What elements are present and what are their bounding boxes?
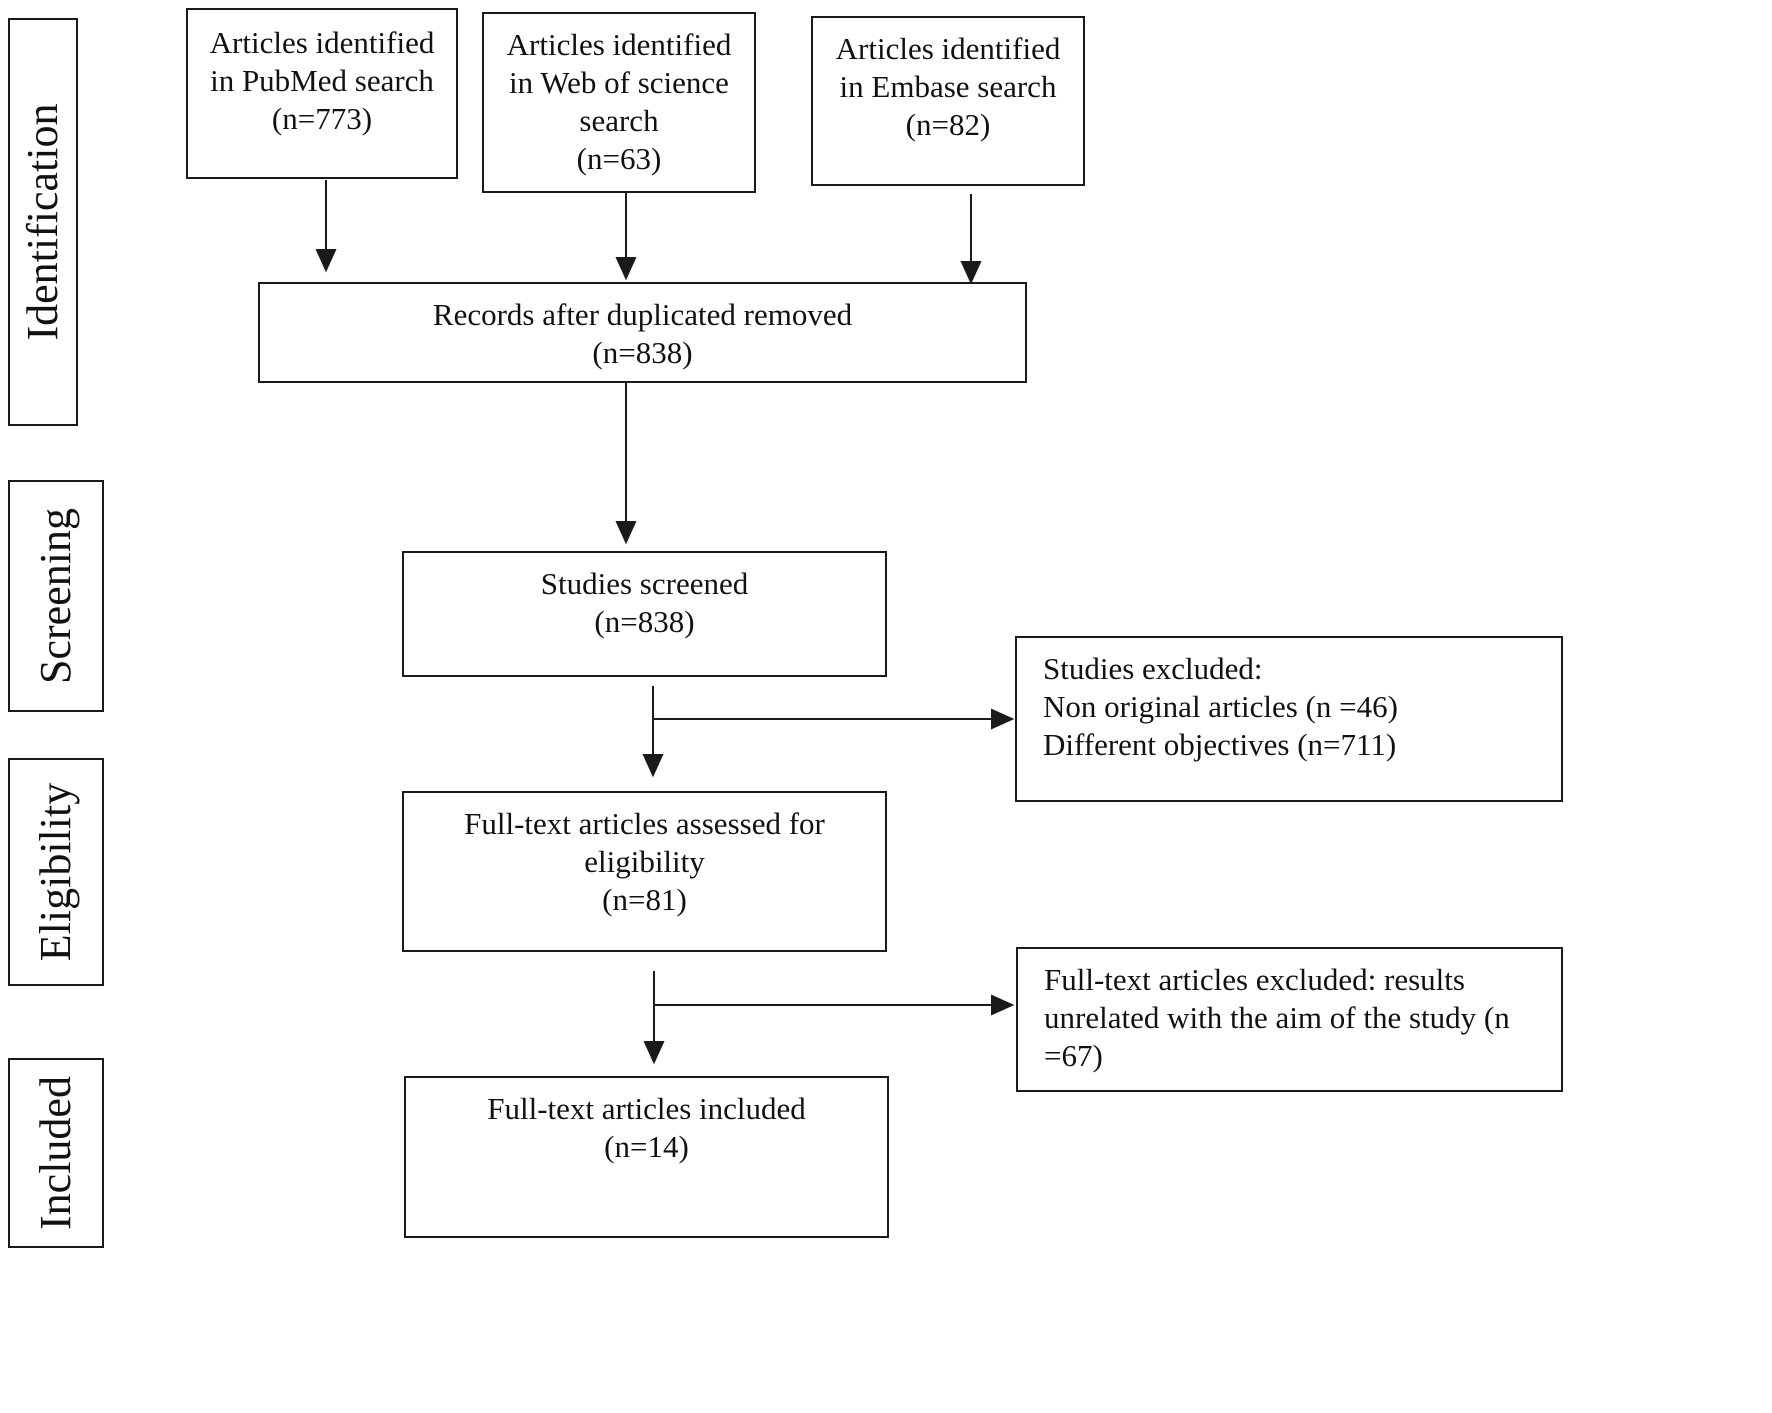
pubmed-count: (n=773) — [271, 101, 373, 136]
embase-line2: in Embase search — [839, 69, 1057, 104]
web-of-science-line1: Articles identified — [506, 27, 732, 62]
records-after-duplicates-count: (n=838) — [592, 335, 693, 370]
fulltext-assessed-line2: eligibility — [584, 844, 705, 879]
embase-box: Articles identified in Embase search (n=… — [811, 16, 1085, 186]
fulltext-assessed-box: Full-text articles assessed for eligibil… — [402, 791, 887, 952]
fulltext-excluded-line2: unrelated with the aim of the study (n — [1044, 1000, 1510, 1035]
studies-screened-count: (n=838) — [594, 604, 695, 639]
embase-line1: Articles identified — [835, 31, 1061, 66]
web-of-science-count: (n=63) — [576, 141, 662, 176]
fulltext-excluded-line1: Full-text articles excluded: results — [1044, 962, 1465, 997]
stage-included: Included — [8, 1058, 104, 1248]
fulltext-included-line1: Full-text articles included — [487, 1091, 806, 1126]
arrow-assessed-to-fulltext-excluded — [654, 994, 1015, 1016]
studies-excluded-line3: Different objectives (n=711) — [1043, 727, 1397, 762]
studies-excluded-line2: Non original articles (n =46) — [1043, 689, 1398, 724]
fulltext-included-count: (n=14) — [604, 1129, 689, 1164]
fulltext-excluded-line3: =67) — [1044, 1038, 1103, 1073]
records-after-duplicates-box: Records after duplicated removed (n=838) — [258, 282, 1027, 383]
stage-screening: Screening — [8, 480, 104, 712]
arrow-records-to-screened — [615, 383, 637, 545]
stage-identification: Identification — [8, 18, 78, 426]
arrow-embase-to-records — [960, 194, 982, 285]
arrow-pubmed-to-records — [315, 180, 337, 273]
fulltext-included-box: Full-text articles included (n=14) — [404, 1076, 889, 1238]
fulltext-assessed-count: (n=81) — [602, 882, 687, 917]
web-of-science-line3: search — [579, 103, 659, 138]
arrow-screened-to-excluded — [653, 708, 1015, 730]
arrow-wos-to-records — [615, 193, 637, 281]
fulltext-excluded-box: Full-text articles excluded: results unr… — [1016, 947, 1563, 1092]
studies-screened-box: Studies screened (n=838) — [402, 551, 887, 677]
stage-eligibility: Eligibility — [8, 758, 104, 986]
records-after-duplicates-line1: Records after duplicated removed — [432, 297, 853, 332]
web-of-science-line2: in Web of science — [509, 65, 729, 100]
pubmed-line1: Articles identified — [209, 25, 435, 60]
studies-excluded-box: Studies excluded: Non original articles … — [1015, 636, 1563, 802]
arrow-assessed-to-included — [643, 971, 665, 1065]
fulltext-assessed-line1: Full-text articles assessed for — [464, 806, 825, 841]
studies-excluded-line1: Studies excluded: — [1043, 651, 1263, 686]
embase-count: (n=82) — [905, 107, 991, 142]
pubmed-box: Articles identified in PubMed search (n=… — [186, 8, 458, 179]
pubmed-line2: in PubMed search — [210, 63, 434, 98]
web-of-science-box: Articles identified in Web of science se… — [482, 12, 756, 193]
arrow-screened-to-assessed — [642, 686, 664, 778]
studies-screened-line1: Studies screened — [540, 566, 749, 601]
